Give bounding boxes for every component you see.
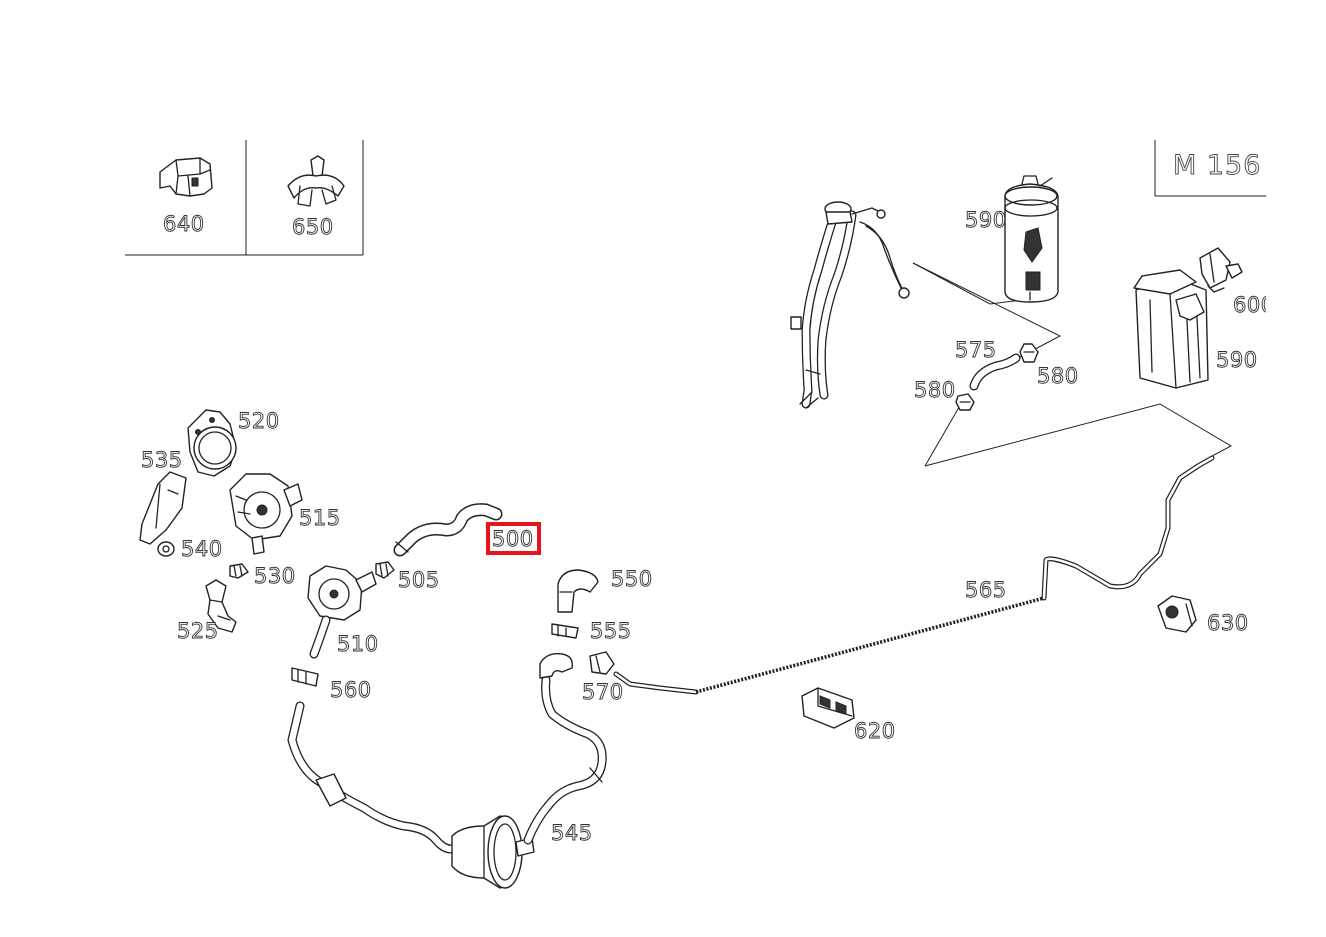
block-620-icon[interactable] — [801, 687, 855, 729]
part-label-650[interactable]: 650 — [292, 215, 334, 240]
part-label-630[interactable]: 630 — [1207, 611, 1249, 636]
part-label-500[interactable]: 500 — [492, 527, 534, 552]
part-label-535[interactable]: 535 — [141, 448, 183, 473]
canister-590b-icon[interactable] — [1133, 269, 1209, 389]
part-label-575[interactable]: 575 — [955, 338, 997, 363]
part-label-620[interactable]: 620 — [854, 719, 896, 744]
hose-lower-left — [287, 701, 461, 854]
part-label-565[interactable]: 565 — [965, 578, 1007, 603]
connector-570-icon[interactable] — [589, 651, 615, 675]
part-label-580a[interactable]: 580 — [1037, 364, 1079, 389]
part-labels: 640 650 M 156 590 600 575 590 580 580 52… — [141, 150, 1275, 846]
clip-650-icon[interactable] — [287, 155, 345, 207]
clip-555-icon[interactable] — [551, 623, 579, 639]
clip-560-icon[interactable] — [291, 667, 319, 687]
part-label-640[interactable]: 640 — [163, 212, 205, 237]
selected-part-highlight — [486, 522, 541, 555]
part-label-600[interactable]: 600 — [1233, 293, 1275, 318]
part-label-580b[interactable]: 580 — [914, 378, 956, 403]
hose-lower-right — [523, 675, 607, 845]
hose-575-icon[interactable] — [969, 353, 1021, 391]
elbow-connector — [539, 653, 573, 679]
valve-600-icon[interactable] — [1199, 247, 1243, 293]
part-label-590b[interactable]: 590 — [1216, 348, 1258, 373]
elbow-550-icon[interactable] — [557, 569, 599, 613]
part-label-545[interactable]: 545 — [551, 821, 593, 846]
part-label-505[interactable]: 505 — [398, 568, 440, 593]
clip-640-icon[interactable] — [159, 157, 213, 197]
engine-code-box — [1154, 140, 1266, 197]
clamp-505-icon[interactable] — [375, 561, 395, 579]
part-label-570[interactable]: 570 — [582, 680, 624, 705]
grommet-540-icon[interactable] — [157, 541, 175, 557]
part-label-530[interactable]: 530 — [254, 564, 296, 589]
part-label-515[interactable]: 515 — [299, 506, 341, 531]
canister-590a-icon[interactable] — [1004, 175, 1059, 303]
clamp-580b-icon[interactable] — [955, 393, 975, 411]
part-label-560[interactable]: 560 — [330, 678, 372, 703]
pump-515-icon[interactable] — [229, 473, 303, 555]
bracket-535-icon[interactable] — [139, 471, 187, 545]
clamp-530-icon[interactable] — [229, 563, 249, 579]
clip-inset-box — [125, 140, 364, 256]
part-label-590a[interactable]: 590 — [965, 208, 1007, 233]
engine-code: M 156 — [1173, 150, 1261, 181]
part-label-550[interactable]: 550 — [611, 567, 653, 592]
part-label-520[interactable]: 520 — [238, 409, 280, 434]
reservoir-545-icon[interactable] — [451, 815, 535, 889]
valve-630-icon[interactable] — [1157, 595, 1197, 633]
filler-neck-assembly — [790, 201, 910, 409]
bracket-520-icon[interactable] — [187, 409, 237, 477]
connector-525-icon[interactable] — [205, 579, 237, 633]
part-label-525[interactable]: 525 — [177, 619, 219, 644]
hose-500-icon[interactable] — [393, 503, 503, 557]
part-label-540[interactable]: 540 — [181, 537, 223, 562]
purge-line-565[interactable] — [613, 455, 1215, 695]
clamp-580a-icon[interactable] — [1019, 343, 1039, 363]
part-label-555[interactable]: 555 — [590, 619, 632, 644]
pump-510-icon[interactable] — [307, 565, 377, 659]
part-label-510[interactable]: 510 — [337, 632, 379, 657]
